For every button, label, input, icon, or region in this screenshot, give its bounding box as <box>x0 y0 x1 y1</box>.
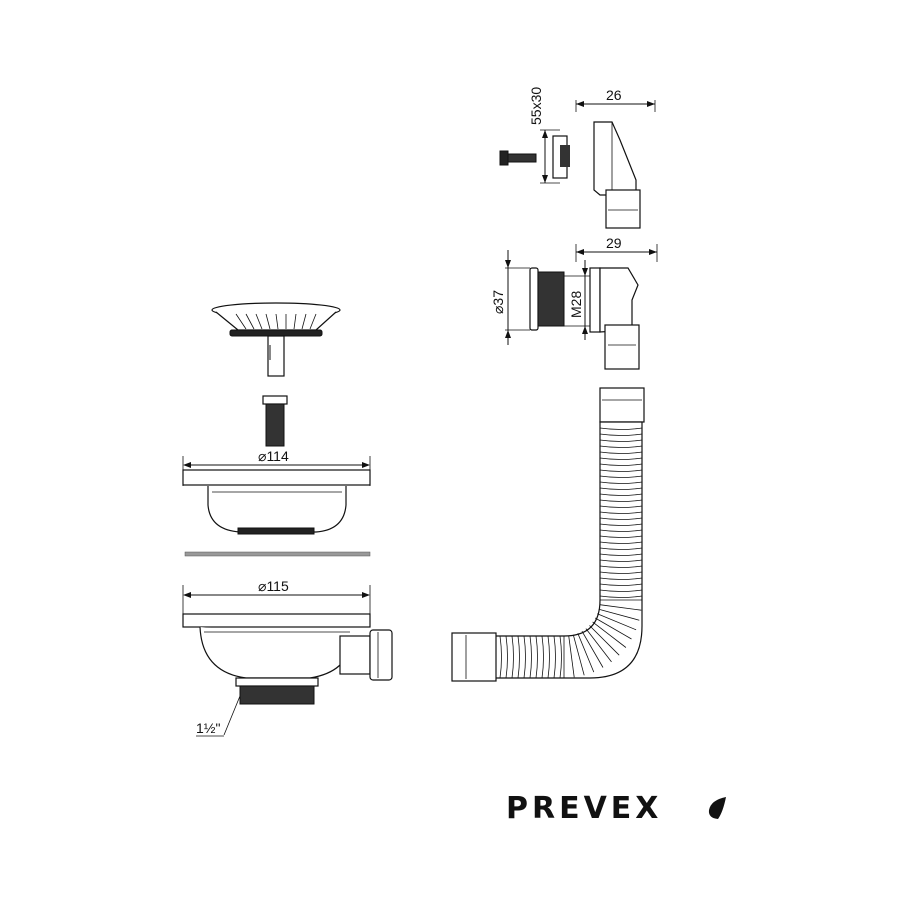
hose-rib <box>599 433 643 436</box>
hose-rib <box>553 635 556 679</box>
hose-rib <box>511 635 514 679</box>
hose-rib <box>599 571 643 574</box>
overflow-width-bottom-dimension <box>575 244 658 262</box>
hose-rib <box>599 541 643 544</box>
hose-rib <box>599 487 643 490</box>
hose-rib <box>599 439 643 442</box>
overflow-diameter-label: ⌀37 <box>490 290 506 314</box>
hose-rib <box>597 613 637 631</box>
hose-rib <box>599 604 642 611</box>
hose-rib <box>599 577 643 580</box>
hose-rib <box>599 535 643 538</box>
overflow-diameter-dimension <box>505 250 530 345</box>
gasket <box>184 551 371 557</box>
flexible-hose <box>451 387 645 682</box>
hose-rib <box>568 635 575 678</box>
overflow-elbow <box>589 267 640 370</box>
hose-rib <box>599 475 643 478</box>
hose-rib <box>599 547 643 550</box>
hose-rib <box>523 635 526 679</box>
brand-logo: PREVEX <box>506 791 726 826</box>
hose-rib <box>559 635 562 679</box>
overflow-screw <box>499 150 537 166</box>
strainer-basket <box>211 302 341 377</box>
overflow-plate-label: 55x30 <box>528 87 544 125</box>
hose-rib <box>547 635 550 679</box>
overflow-nut <box>529 267 565 331</box>
hose-rib <box>599 529 643 532</box>
hose-rib <box>599 553 643 556</box>
sink-body <box>182 585 393 737</box>
body-diameter-label: ⌀115 <box>258 578 289 594</box>
hose-rib <box>599 505 643 508</box>
hose-rib <box>592 621 627 648</box>
overflow-thread-label: M28 <box>568 291 584 318</box>
hose-rib <box>599 463 643 466</box>
hose-rib <box>599 559 643 562</box>
overflow-width-bottom-label: 29 <box>606 235 622 251</box>
hose-rib <box>585 628 612 663</box>
hose-rib <box>499 635 502 679</box>
center-screw <box>262 395 288 447</box>
strainer-diameter-label: ⌀114 <box>258 448 289 464</box>
hose-rib <box>572 634 585 676</box>
hose-rib <box>599 427 643 430</box>
hose-rib <box>517 635 520 679</box>
overflow-width-top-dimension <box>575 100 656 112</box>
hose-rib <box>599 445 643 448</box>
overflow-thread-dimension <box>564 260 590 340</box>
overflow-cover <box>552 121 641 229</box>
hose-rib <box>599 589 643 592</box>
hose-rib <box>599 499 643 502</box>
outlet-thread-label: 1½" <box>196 720 220 736</box>
brand-name: PREVEX <box>506 791 662 826</box>
hose-rib <box>598 608 640 621</box>
hose-rib <box>599 517 643 520</box>
hose-rib <box>599 583 643 586</box>
hose-rib <box>599 457 643 460</box>
overflow-width-top-label: 26 <box>606 87 622 103</box>
hose-rib <box>599 469 643 472</box>
hose-rib <box>599 511 643 514</box>
hose-rib <box>599 565 643 568</box>
hose-rib <box>577 633 595 673</box>
hose-rib <box>599 493 643 496</box>
hose-rib <box>594 617 632 640</box>
hose-rib <box>599 451 643 454</box>
hose-rib <box>581 630 604 668</box>
hose-rib <box>541 635 544 679</box>
sink-flange <box>182 456 371 535</box>
hose-rib <box>599 481 643 484</box>
hose-rib <box>599 523 643 526</box>
hose-rib <box>505 635 508 679</box>
drop-icon <box>708 797 726 819</box>
hose-rib <box>599 595 643 598</box>
hose-rib <box>589 625 620 656</box>
hose-rib <box>535 635 538 679</box>
hose-rib <box>529 635 532 679</box>
overflow-plate-dimension <box>540 129 560 184</box>
